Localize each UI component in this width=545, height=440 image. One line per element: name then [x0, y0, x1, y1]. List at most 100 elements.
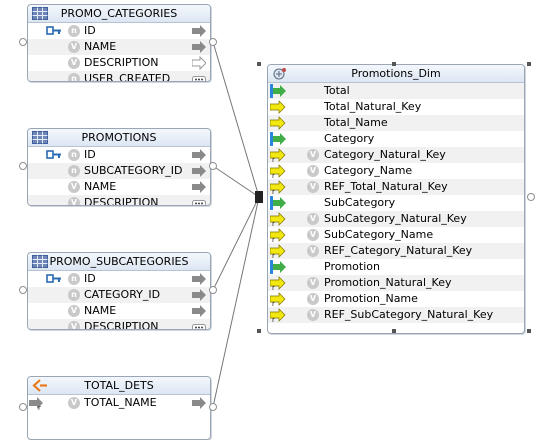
arrow-icon — [192, 305, 206, 317]
resize-handle[interactable] — [257, 329, 261, 333]
attribute-row[interactable]: r V SubCategory_Name — [268, 227, 524, 243]
operator-header[interactable]: PROMO_CATEGORIES — [28, 5, 210, 23]
numeric-type-icon: n — [68, 289, 80, 301]
varchar-type-icon: V — [68, 197, 80, 205]
attribute-label: NAME — [84, 180, 117, 193]
svg-text:r: r — [272, 188, 275, 194]
operator-header[interactable]: PROMOTIONS — [28, 129, 210, 147]
mapping-line — [212, 41, 260, 198]
attribute-arrow-icon: r — [270, 292, 286, 306]
attribute-label: USER_CREATED — [84, 72, 171, 82]
output-port[interactable] — [527, 193, 535, 201]
level-row[interactable]: Promotion — [268, 259, 524, 275]
attribute-arrow-icon: r — [270, 276, 286, 290]
svg-text:r: r — [272, 236, 275, 242]
attribute-arrow-icon: r — [270, 180, 286, 194]
level-label: SubCategory — [324, 196, 396, 209]
resize-handle[interactable] — [392, 62, 396, 66]
output-port[interactable] — [209, 286, 217, 294]
operator-header[interactable]: TOTAL_DETS — [28, 377, 210, 395]
join-connector[interactable] — [255, 191, 263, 203]
operator-header[interactable]: Promotions_Dim — [268, 65, 524, 83]
attribute-label: DESCRIPTION — [84, 56, 159, 69]
attribute-row[interactable]: Total_Natural_Key — [268, 99, 524, 115]
arrow-icon — [192, 289, 206, 301]
varchar-type-icon: V — [307, 229, 319, 241]
attribute-arrow-icon: r — [270, 228, 286, 242]
svg-text:r: r — [272, 316, 275, 322]
varchar-type-icon: V — [68, 397, 80, 409]
attribute-arrow-icon — [270, 100, 286, 114]
attribute-arrow-icon: r — [270, 244, 286, 258]
resize-handle[interactable] — [527, 329, 531, 333]
attribute-arrow-icon — [270, 116, 286, 130]
attribute-arrow-icon: r — [270, 164, 286, 178]
operator-header[interactable]: PROMO_SUBCATEGORIES — [28, 253, 210, 271]
resize-handle[interactable] — [527, 62, 531, 66]
arrow-icon — [192, 397, 206, 409]
svg-text:r: r — [272, 284, 275, 290]
attribute-label: SUBCATEGORY_ID — [84, 164, 183, 177]
attribute-label: Category_Natural_Key — [324, 148, 446, 161]
level-row[interactable]: Total — [268, 83, 524, 99]
arrow-icon — [192, 165, 206, 177]
level-row[interactable]: Category — [268, 131, 524, 147]
arrow-icon — [192, 149, 206, 161]
attribute-label: DESCRIPTION — [84, 320, 159, 330]
attribute-label: ID — [84, 148, 96, 161]
input-port[interactable] — [19, 286, 27, 294]
operator-title: PROMO_SUBCATEGORIES — [49, 255, 189, 268]
attribute-row[interactable]: V NAME — [28, 179, 210, 195]
output-port[interactable] — [209, 403, 217, 411]
varchar-type-icon: V — [307, 277, 319, 289]
resize-handle[interactable] — [257, 62, 261, 66]
level-row[interactable]: SubCategory — [268, 195, 524, 211]
key-icon — [46, 150, 61, 159]
svg-text:r: r — [272, 172, 275, 178]
attribute-label: TOTAL_NAME — [84, 396, 157, 409]
input-port[interactable] — [19, 162, 27, 170]
input-port[interactable] — [19, 403, 27, 411]
varchar-type-icon: V — [68, 181, 80, 193]
varchar-type-icon: V — [68, 41, 80, 53]
operator-title: TOTAL_DETS — [84, 379, 154, 392]
varchar-type-icon: V — [68, 305, 80, 317]
resize-handle[interactable] — [392, 329, 396, 333]
output-port[interactable] — [209, 162, 217, 170]
varchar-type-icon: V — [307, 245, 319, 257]
output-port[interactable] — [209, 38, 217, 46]
attribute-label: SubCategory_Name — [324, 228, 434, 241]
attribute-row[interactable]: Total_Name — [268, 115, 524, 131]
table-icon — [32, 255, 48, 268]
input-port[interactable] — [19, 38, 27, 46]
